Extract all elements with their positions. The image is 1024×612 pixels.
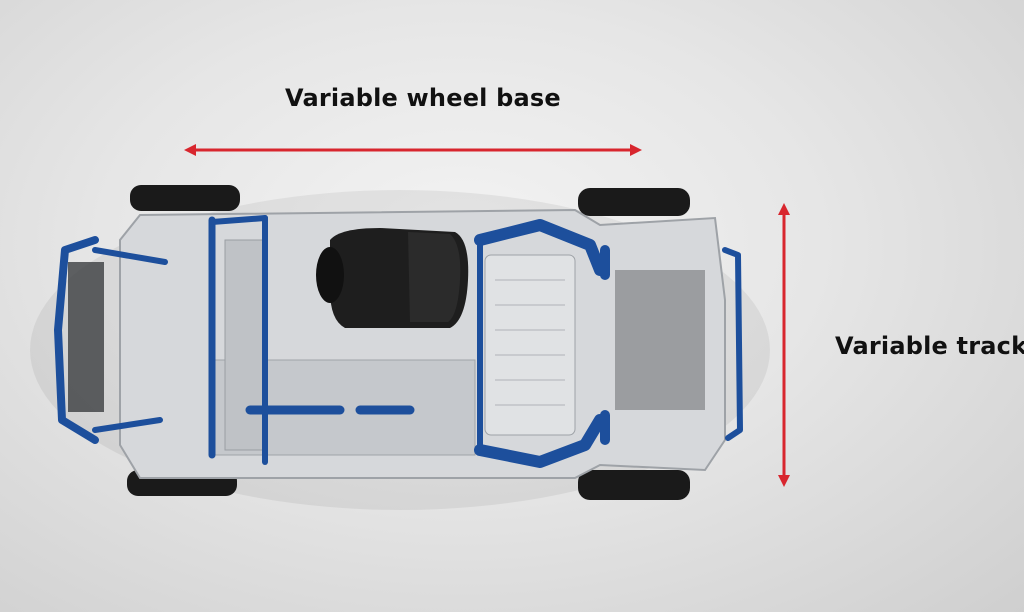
tire-rear-left (578, 188, 690, 216)
track-arrow (778, 203, 790, 487)
tire-front-left (130, 185, 240, 211)
front-bumper-frame (68, 262, 104, 412)
tire-rear-right (578, 470, 690, 500)
wheel-base-label: Variable wheel base (285, 84, 561, 112)
track-label: Variable track (835, 332, 1024, 360)
blue-frame (54, 215, 743, 468)
seat (316, 228, 469, 328)
wheel-base-arrow (184, 144, 642, 156)
